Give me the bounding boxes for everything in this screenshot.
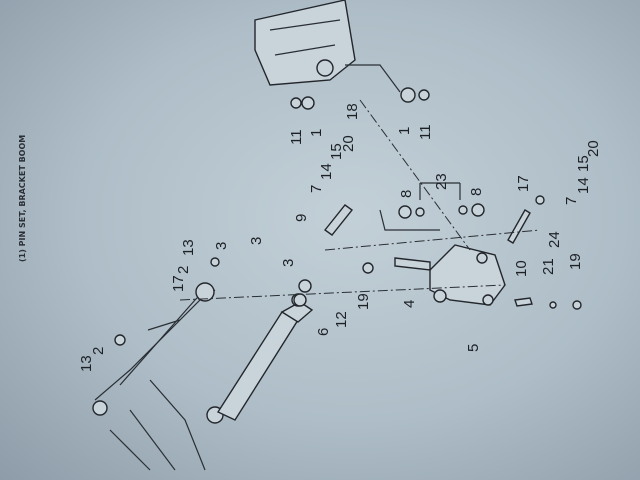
callout: 18 — [344, 103, 361, 120]
callout: 4 — [401, 300, 418, 308]
callout: 6 — [315, 328, 332, 336]
callout: 11 — [417, 124, 434, 140]
callout: 8 — [398, 190, 415, 198]
callout: 15 — [575, 155, 592, 172]
callout: 14 — [575, 177, 592, 194]
callout: 17 — [170, 275, 187, 292]
callout: 17 — [515, 175, 532, 192]
callout: 7 — [563, 197, 580, 205]
callout-labels: 11 1 18 1 11 20 15 14 7 9 23 8 8 17 20 1… — [78, 103, 602, 372]
callout: 2 — [175, 266, 192, 274]
callout: 11 — [288, 129, 305, 145]
callout: 14 — [318, 163, 335, 180]
callout: 3 — [213, 242, 230, 250]
boom-arm — [92, 282, 224, 471]
callout: 13 — [180, 239, 197, 256]
callout: 20 — [585, 140, 602, 157]
callout: 9 — [293, 214, 310, 222]
bracket-boom — [429, 244, 506, 306]
callout: 24 — [546, 231, 563, 248]
machine-frame — [254, 0, 401, 93]
callout: 19 — [567, 253, 584, 270]
leader-lines — [147, 99, 541, 331]
callout: 3 — [248, 237, 265, 245]
small-parts — [114, 87, 582, 346]
boom-cylinder — [216, 293, 314, 421]
callout: 19 — [355, 293, 372, 310]
callout: 5 — [465, 344, 482, 352]
callout: 20 — [340, 135, 357, 152]
callout: 13 — [78, 355, 95, 372]
callout: 23 — [433, 173, 450, 190]
callout: 10 — [513, 260, 530, 277]
callout: 1 — [396, 127, 413, 135]
diagram-title: (1) PIN SET, BRACKET BOOM — [18, 135, 27, 262]
callout: 21 — [540, 258, 557, 275]
callout: 1 — [308, 129, 325, 137]
callout: 2 — [90, 347, 107, 355]
callout: 7 — [308, 185, 325, 193]
callout: 8 — [468, 188, 485, 196]
callout: 12 — [333, 311, 350, 328]
callout: 15 — [328, 143, 345, 160]
callout: 3 — [280, 259, 297, 267]
